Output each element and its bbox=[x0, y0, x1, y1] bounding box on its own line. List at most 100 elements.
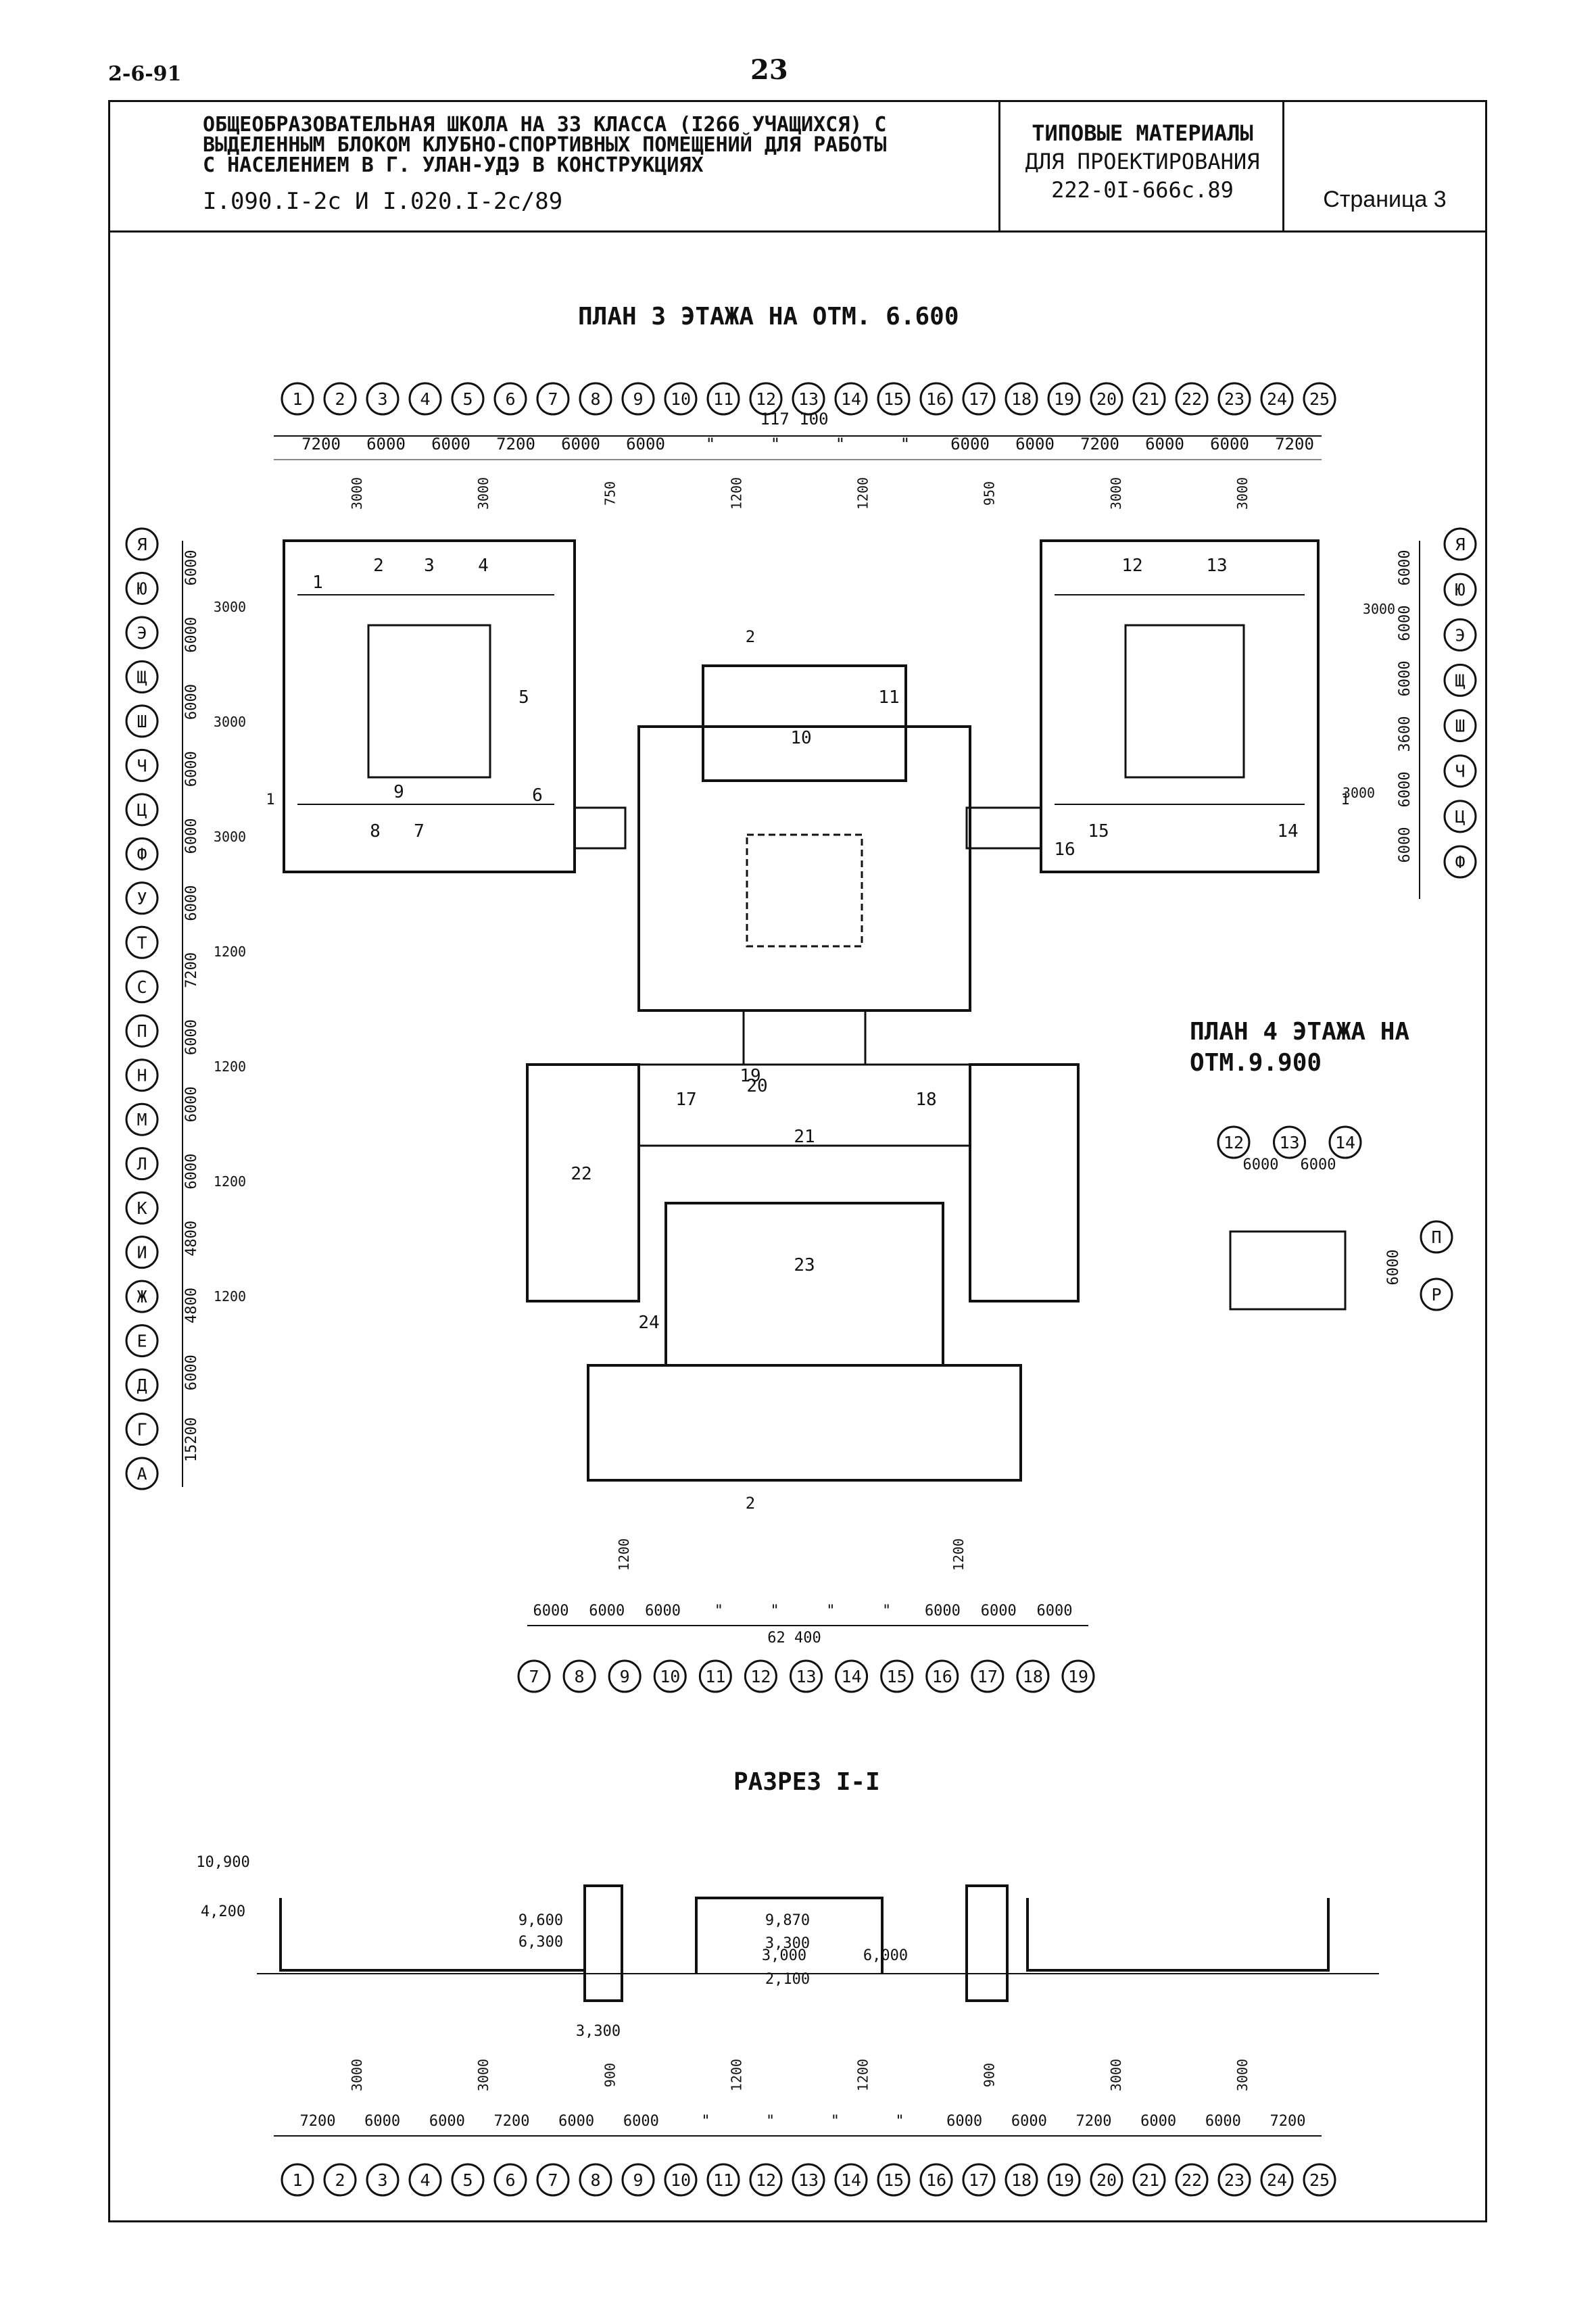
left-axis-Э-2: Э bbox=[137, 623, 147, 643]
sheet-code: 2-6-91 bbox=[108, 62, 182, 86]
plan4-axis-13-circle bbox=[1273, 1125, 1306, 1159]
bottom-small-dim-1: 1200 bbox=[950, 1538, 967, 1571]
section-small-dim-0: 3000 bbox=[349, 2059, 365, 2091]
right-small-dim-0: 3000 bbox=[1363, 601, 1395, 617]
top-axis-7: 7 bbox=[548, 389, 558, 409]
bottom-axis-18-circle bbox=[1016, 1659, 1050, 1693]
section-dim-8: " bbox=[831, 2113, 840, 2130]
top-axis-12-circle bbox=[749, 382, 783, 416]
atrium bbox=[746, 833, 863, 948]
top-dim-5: 6000 bbox=[626, 435, 665, 454]
section-stair-left bbox=[583, 1884, 623, 2002]
bottom-dim-3: " bbox=[715, 1603, 723, 1619]
left-axis-Л-14: Л bbox=[137, 1154, 147, 1174]
bottom-dim-9: 6000 bbox=[1037, 1603, 1073, 1619]
section-dim-6: " bbox=[701, 2113, 710, 2130]
bottom-axis-16: 16 bbox=[932, 1667, 952, 1686]
plan3-title: ПЛАН 3 ЭТАЖА НА ОТМ. 6.600 bbox=[578, 303, 959, 331]
left-axis-Г-20-circle bbox=[125, 1413, 159, 1446]
top-axis-5: 5 bbox=[462, 389, 473, 409]
top-axis-2: 2 bbox=[335, 389, 345, 409]
stage-block bbox=[587, 1364, 1022, 1482]
hall-23 bbox=[664, 1202, 944, 1367]
top-axis-25-circle bbox=[1303, 382, 1336, 416]
right-axis-Ч-5-circle bbox=[1443, 754, 1477, 788]
left-dim-3: 6000 bbox=[183, 751, 200, 787]
left-axis-П-11-circle bbox=[125, 1014, 159, 1048]
top-dim-11: 6000 bbox=[1015, 435, 1055, 454]
top-axis-18-circle bbox=[1005, 382, 1038, 416]
top-axis-11-circle bbox=[706, 382, 740, 416]
section-axis-11: 11 bbox=[713, 2170, 733, 2190]
right-axis-Ю-1: Ю bbox=[1455, 580, 1465, 600]
top-small-dim-0: 3000 bbox=[349, 477, 365, 510]
top-axis-22: 22 bbox=[1182, 389, 1202, 409]
section-axis-10-circle bbox=[664, 2163, 698, 2197]
left-small-dim-6: 1200 bbox=[214, 1288, 246, 1305]
bottom-axis-8-circle bbox=[562, 1659, 596, 1693]
section-axis-12: 12 bbox=[756, 2170, 776, 2190]
left-dim-0: 6000 bbox=[183, 550, 200, 586]
bottom-axis-8: 8 bbox=[575, 1667, 585, 1686]
section-title: РАЗРЕЗ I-I bbox=[733, 1768, 880, 1796]
section-axis-7: 7 bbox=[548, 2170, 558, 2190]
section-dim-2: 6000 bbox=[429, 2113, 465, 2130]
section-level-3: 4,200 bbox=[201, 1903, 245, 1920]
series-code: I.090.I-2с И I.020.I-2с/89 bbox=[203, 188, 563, 215]
top-axis-5-circle bbox=[451, 382, 485, 416]
section-axis-15-circle bbox=[877, 2163, 911, 2197]
section-axis-20: 20 bbox=[1096, 2170, 1117, 2190]
top-dim-8: " bbox=[836, 435, 845, 454]
left-dim-12: 6000 bbox=[183, 1355, 200, 1390]
bottom-axis-14-circle bbox=[835, 1659, 869, 1693]
top-axis-14-circle bbox=[834, 382, 868, 416]
section-axis-19: 19 bbox=[1054, 2170, 1074, 2190]
top-small-dim-2: 750 bbox=[602, 481, 618, 506]
bottom-axis-15: 15 bbox=[887, 1667, 907, 1686]
section-level-9: 2,100 bbox=[765, 1971, 810, 1988]
room-number-7: 7 bbox=[414, 821, 425, 842]
left-dim-11: 4800 bbox=[183, 1288, 200, 1323]
left-dim-2: 6000 bbox=[183, 684, 200, 720]
section-axis-21: 21 bbox=[1139, 2170, 1159, 2190]
room-number-5: 5 bbox=[518, 687, 529, 708]
right-axis-Ф-7-circle bbox=[1443, 845, 1477, 879]
bottom-axis-19-circle bbox=[1061, 1659, 1095, 1693]
room-number-24: 24 bbox=[638, 1313, 659, 1333]
top-dim-10: 6000 bbox=[950, 435, 990, 454]
right-dim-5: 6000 bbox=[1397, 827, 1413, 863]
top-axis-3: 3 bbox=[377, 389, 387, 409]
title-cell-materials: ТИПОВЫЕ МАТЕРИАЛЫ ДЛЯ ПРОЕКТИРОВАНИЯ 222… bbox=[1000, 100, 1284, 230]
plan4-dim-1: 6000 bbox=[1301, 1156, 1336, 1173]
top-dim-9: " bbox=[900, 435, 910, 454]
left-axis-М-13: М bbox=[137, 1110, 147, 1129]
top-small-dim-4: 1200 bbox=[855, 477, 871, 510]
plan4-title: ПЛАН 4 ЭТАЖА НА ОТМ.9.900 bbox=[1190, 1018, 1410, 1077]
top-axis-17-circle bbox=[962, 382, 996, 416]
connector bbox=[742, 1009, 867, 1066]
room-number-20: 20 bbox=[746, 1076, 767, 1096]
bottom-axis-7-circle bbox=[517, 1659, 551, 1693]
top-axis-20-circle bbox=[1090, 382, 1123, 416]
left-axis-Ж-17: Ж bbox=[137, 1287, 147, 1307]
top-dim-1: 6000 bbox=[366, 435, 406, 454]
left-small-dim-5: 1200 bbox=[214, 1173, 246, 1190]
room-number-13: 13 bbox=[1206, 556, 1227, 576]
right-axis-Ш-4: Ш bbox=[1455, 716, 1465, 736]
section-dim-13: 6000 bbox=[1140, 2113, 1176, 2130]
section-axis-14-circle bbox=[834, 2163, 868, 2197]
top-axis-3-circle bbox=[366, 382, 400, 416]
left-axis-Ж-17-circle bbox=[125, 1280, 159, 1313]
left-axis-Н-12: Н bbox=[137, 1066, 147, 1086]
section-axis-23-circle bbox=[1217, 2163, 1251, 2197]
section-axis-17: 17 bbox=[969, 2170, 989, 2190]
top-axis-1: 1 bbox=[292, 389, 302, 409]
bottom-small-dim-0: 1200 bbox=[616, 1538, 632, 1571]
plan4-axis-13: 13 bbox=[1279, 1133, 1299, 1152]
section-small-dim-6: 3000 bbox=[1108, 2059, 1124, 2091]
top-axis-9-circle bbox=[621, 382, 655, 416]
bottom-axis-12-circle bbox=[744, 1659, 777, 1693]
section-axis-23: 23 bbox=[1224, 2170, 1244, 2190]
section-axis-6: 6 bbox=[505, 2170, 515, 2190]
hall-10-outline bbox=[702, 664, 907, 782]
